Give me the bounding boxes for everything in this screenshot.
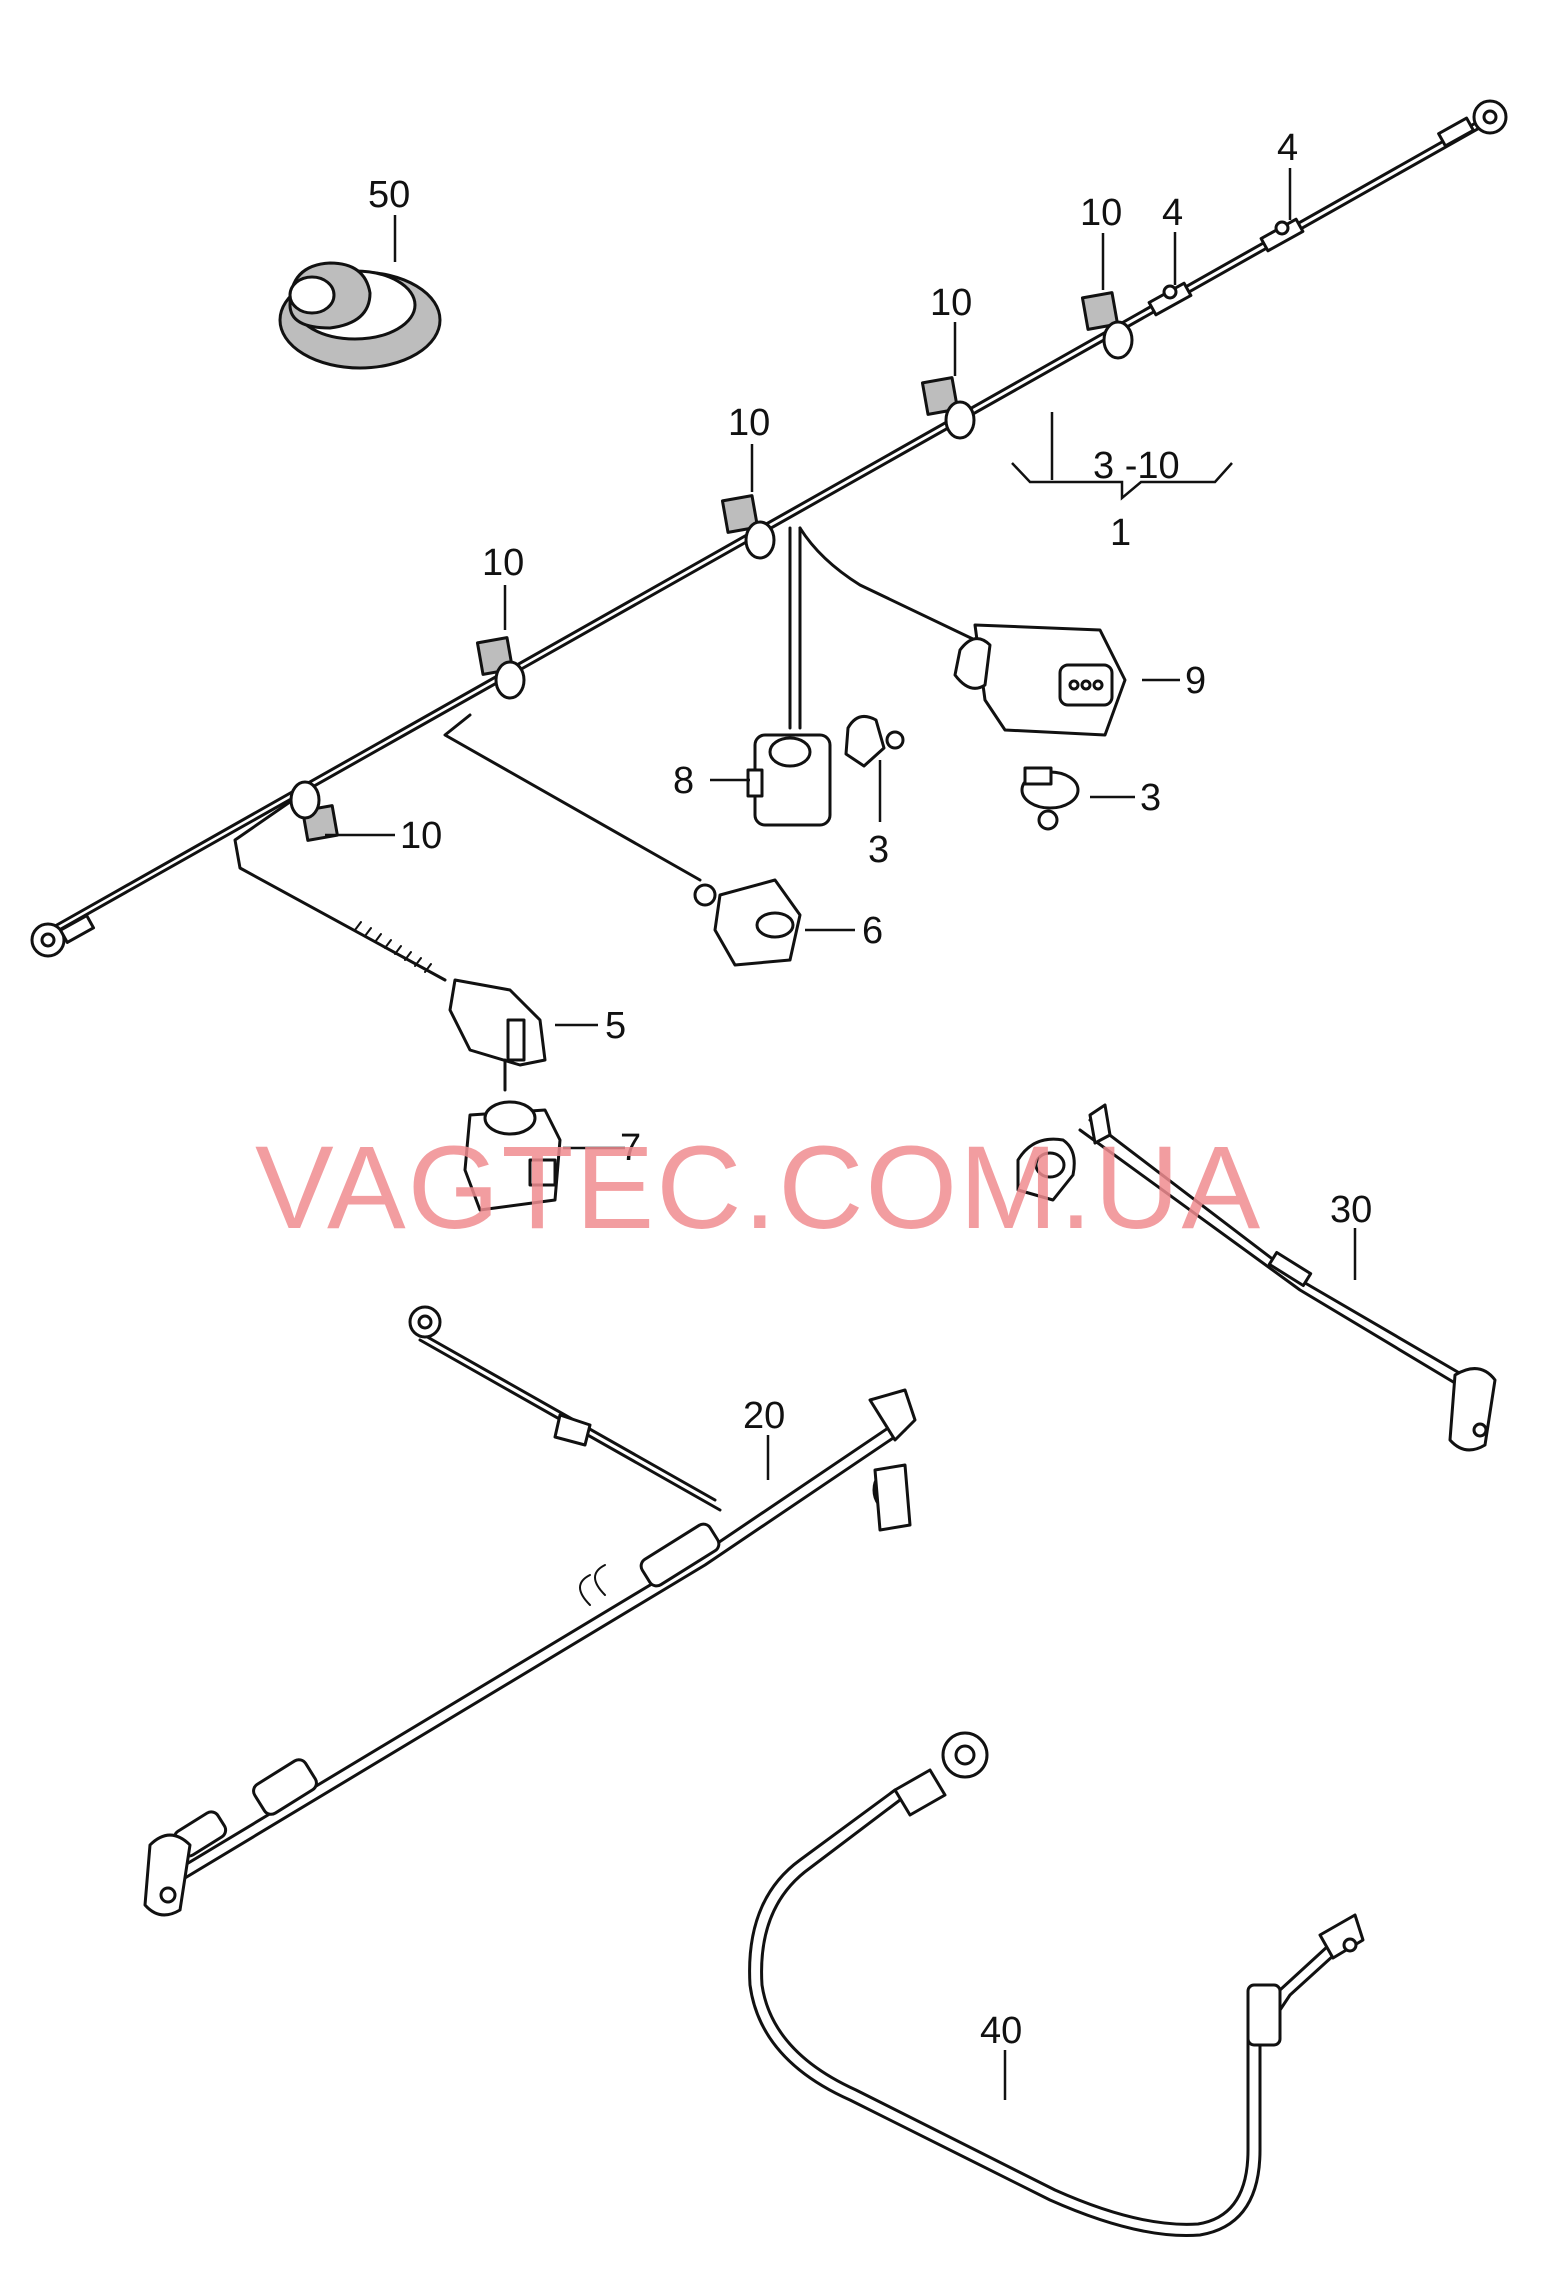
callout-9: 9: [1185, 660, 1206, 702]
leader-lines: [325, 168, 1357, 2100]
callout-20: 20: [743, 1395, 785, 1437]
callout-5: 5: [605, 1005, 626, 1047]
callout-7: 7: [620, 1127, 641, 1169]
callout-4-left: 4: [1162, 192, 1183, 234]
callout-10-e: 10: [1080, 192, 1122, 234]
callout-3-a: 3: [868, 829, 889, 871]
callout-10-c: 10: [728, 402, 770, 444]
holder-4-b: [1259, 217, 1305, 253]
ring-terminal-right: [1437, 99, 1508, 148]
callout-30: 30: [1330, 1189, 1372, 1231]
callout-labels: 50 4 4 10 10 10 10 10 3 -10 1 9 8 3 3 6 …: [368, 127, 1372, 2052]
clip-10-e: [1080, 291, 1134, 360]
callout-1: 1: [1110, 512, 1131, 554]
callout-3-10: 3 -10: [1093, 445, 1180, 487]
callout-10-a: 10: [400, 815, 442, 857]
clip-10-c: [720, 494, 776, 560]
clip-10-d: [920, 376, 976, 440]
callout-10-b: 10: [482, 542, 524, 584]
callout-10-d: 10: [930, 282, 972, 324]
fastener-3-a: [844, 714, 905, 768]
callout-8: 8: [673, 760, 694, 802]
ground-cable-40: [748, 1731, 1365, 2238]
clip-10-b: [475, 636, 526, 700]
grommet-part-50: [278, 261, 442, 370]
connector-8: [746, 733, 832, 827]
callout-6: 6: [862, 910, 883, 952]
callout-3-b: 3: [1140, 777, 1161, 819]
connector-7: [463, 1100, 562, 1212]
fastener-3-b: [1020, 766, 1080, 831]
watermark-text: VAGTEC.COM.UA: [255, 1122, 1262, 1254]
callout-4-right: 4: [1277, 127, 1298, 169]
connector-9: [953, 623, 1127, 737]
holder-4-a: [1147, 281, 1193, 317]
ring-terminal-left: [30, 914, 96, 958]
clip-10-a: [289, 780, 339, 842]
callout-50: 50: [368, 174, 410, 216]
callout-40: 40: [980, 2010, 1022, 2052]
connector-5: [448, 978, 547, 1092]
connector-6: [693, 878, 802, 967]
ground-strap-30: [1016, 1103, 1497, 1452]
main-wiring-harness: [30, 99, 1508, 1212]
battery-cable-20: [143, 1305, 917, 1917]
